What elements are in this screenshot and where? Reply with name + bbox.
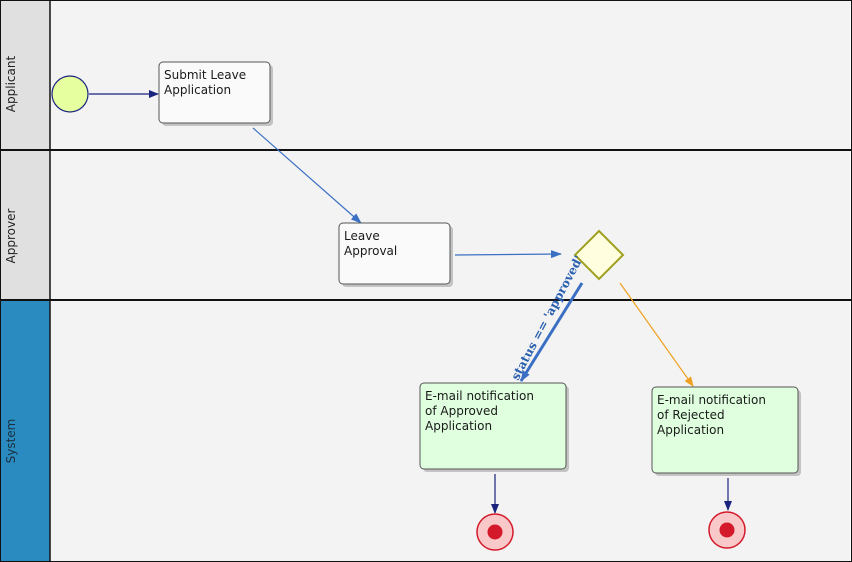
task-label-line: E-mail notification bbox=[425, 389, 534, 403]
lane-label-system: System bbox=[4, 419, 18, 464]
end-event-core bbox=[719, 522, 735, 538]
task-label: Leave Approval bbox=[344, 229, 397, 258]
exclusive-gateway[interactable] bbox=[573, 229, 625, 281]
task-label-line: E-mail notification bbox=[657, 393, 766, 407]
task-email-approved[interactable]: E-mail notification of Approved Applicat… bbox=[419, 382, 569, 472]
task-label-line: Leave bbox=[344, 229, 380, 243]
end-event-core bbox=[487, 524, 503, 540]
task-submit-leave-application[interactable]: Submit Leave Application bbox=[158, 61, 273, 126]
task-label-line: Application bbox=[425, 419, 492, 433]
task-email-rejected[interactable]: E-mail notification of Rejected Applicat… bbox=[651, 386, 801, 476]
task-label-line: Application bbox=[657, 423, 724, 437]
task-label: Submit Leave Application bbox=[164, 68, 250, 97]
task-label-line: Submit Leave bbox=[164, 68, 246, 82]
lane-applicant bbox=[1, 1, 850, 150]
lane-label-applicant: Applicant bbox=[4, 56, 18, 113]
lane-header-approver bbox=[1, 150, 50, 300]
flow-gateway-to-approved[interactable] bbox=[519, 282, 584, 382]
end-event-rejected[interactable] bbox=[708, 511, 746, 549]
task-label: E-mail notification of Approved Applicat… bbox=[425, 389, 538, 433]
task-label-line: of Approved bbox=[425, 404, 498, 418]
task-label-line: Application bbox=[164, 83, 231, 97]
task-box[interactable] bbox=[338, 222, 451, 285]
flow-submit-to-approval[interactable] bbox=[252, 127, 362, 224]
lane-label-approver: Approver bbox=[4, 208, 18, 263]
task-leave-approval[interactable]: Leave Approval bbox=[338, 222, 453, 287]
task-label-line: Approval bbox=[344, 244, 397, 258]
task-box[interactable] bbox=[158, 61, 271, 124]
task-box[interactable] bbox=[419, 382, 567, 470]
lane-header-system bbox=[1, 300, 50, 561]
flow-approval-to-gateway[interactable] bbox=[454, 250, 562, 259]
start-event[interactable] bbox=[51, 75, 89, 113]
end-event-approved[interactable] bbox=[476, 513, 514, 551]
task-box[interactable] bbox=[651, 386, 799, 474]
task-label-line: of Rejected bbox=[657, 408, 725, 422]
lane-header-applicant bbox=[1, 1, 50, 150]
flow-gateway-to-rejected[interactable] bbox=[619, 282, 694, 387]
task-label: E-mail notification of Rejected Applicat… bbox=[657, 393, 770, 437]
